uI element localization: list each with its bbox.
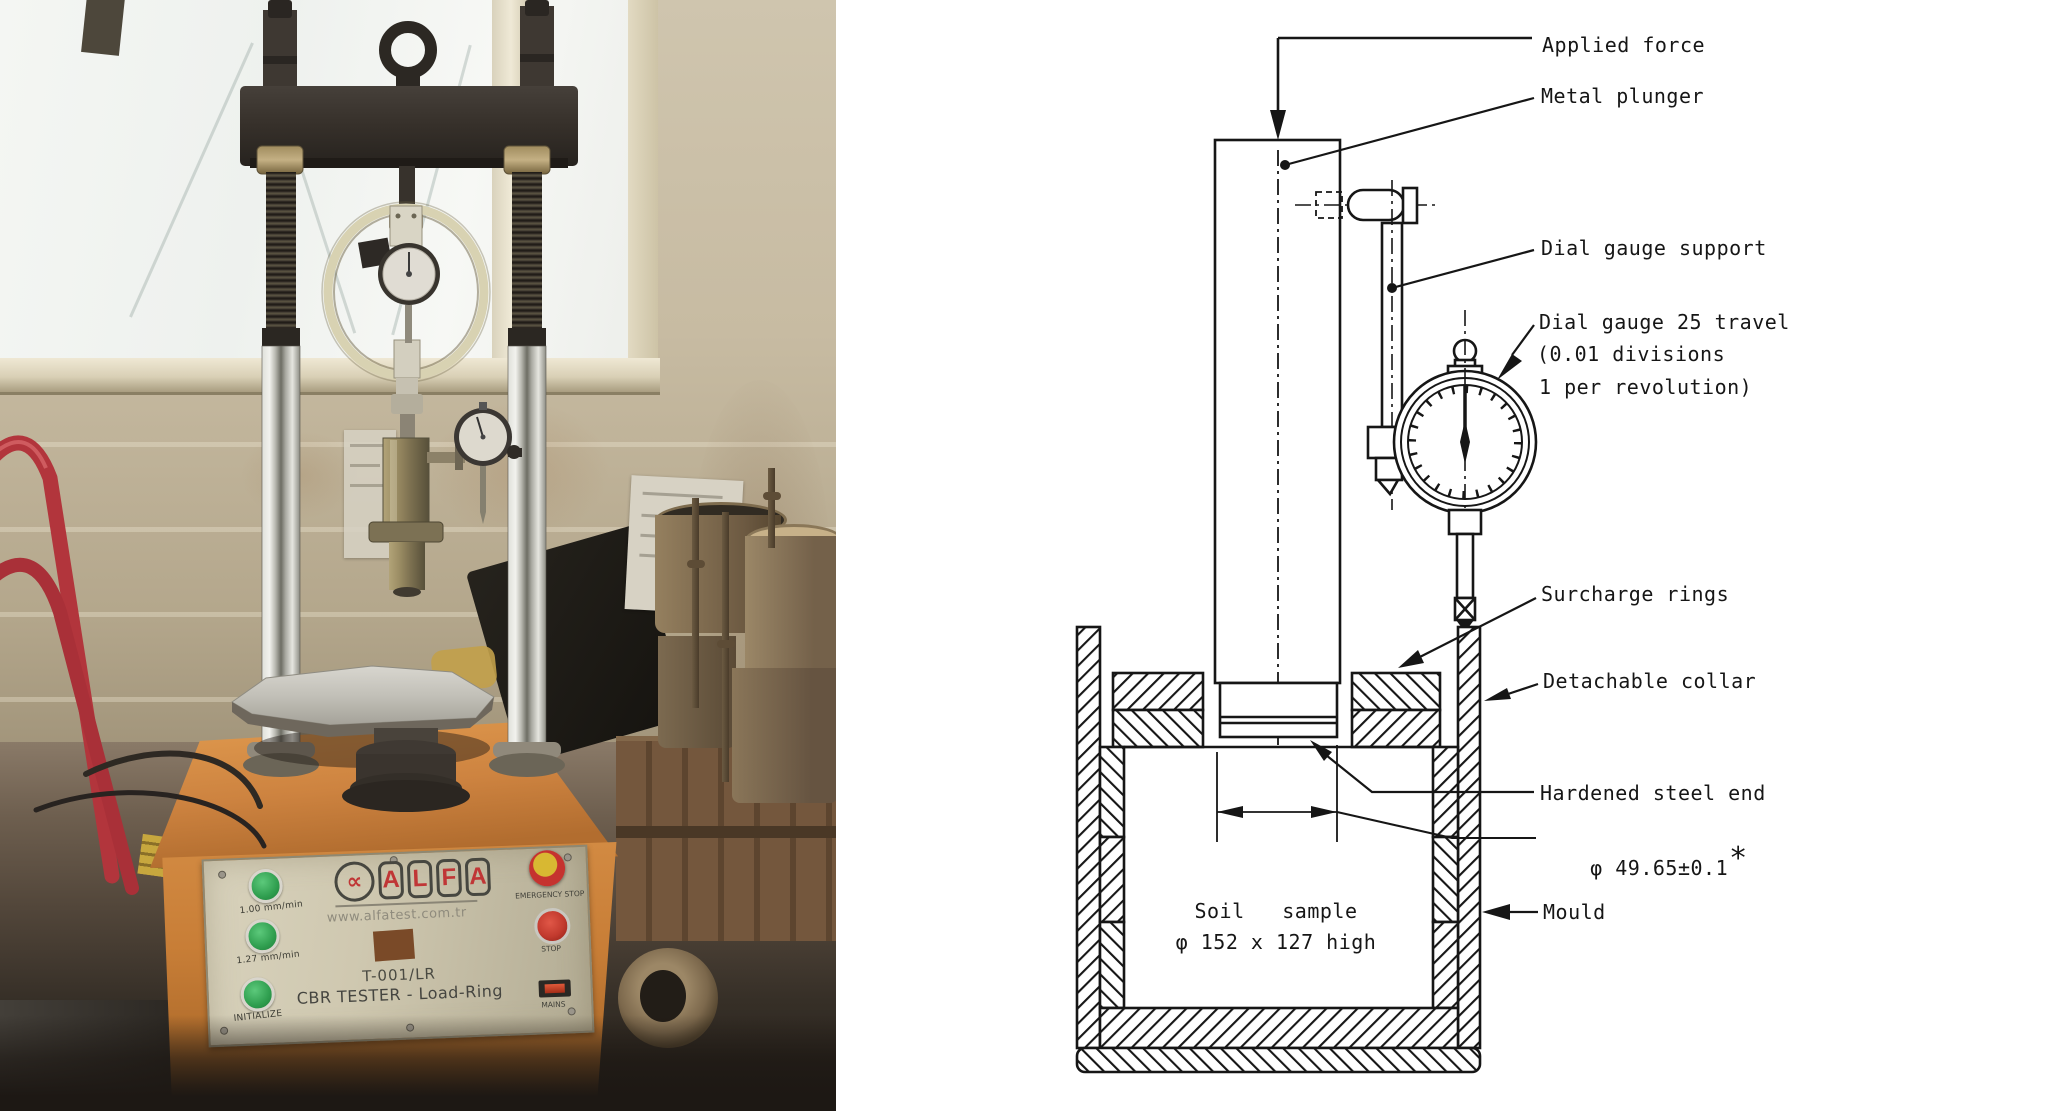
plunger-flange — [368, 521, 444, 543]
applied-force-arrow — [1270, 36, 1532, 140]
threaded-column — [512, 172, 542, 344]
dimension-star: * — [1729, 841, 1748, 876]
cbr-mould — [745, 536, 836, 678]
photo-cbr-machine: 1.00 mm/min 1.27 mm/min INITIALIZE ∝ A L… — [0, 0, 836, 1111]
dial-gauge-outline — [1392, 310, 1538, 668]
top-rod-stub — [263, 10, 297, 88]
label-dial-gauge-2: (0.01 divisions — [1537, 342, 1726, 366]
top-rod-stub — [520, 6, 554, 88]
threaded-column — [266, 172, 296, 344]
diameter-dimension — [1216, 745, 1536, 842]
label-soil-sample-1: Soil sample — [1194, 899, 1358, 923]
mould-clamp-rod — [692, 498, 699, 708]
floor-cable — [83, 750, 263, 809]
mould-section-outline — [1075, 625, 1482, 1074]
crate-rail — [616, 826, 836, 838]
leader-lines — [1280, 96, 1539, 920]
cbr-mould — [732, 668, 836, 803]
column-base-flange — [247, 742, 315, 758]
column-nut — [503, 145, 551, 175]
label-metal-plunger: Metal plunger — [1541, 84, 1705, 108]
window-sill — [0, 358, 660, 395]
label-dial-gauge-support: Dial gauge support — [1541, 236, 1767, 260]
lifting-eye — [379, 21, 437, 79]
label-dial-gauge-1: Dial gauge 25 travel — [1539, 310, 1790, 334]
wing-nut — [717, 640, 735, 648]
ring-top-clamp — [389, 205, 423, 247]
label-surcharge-rings: Surcharge rings — [1541, 582, 1730, 606]
crossbeam — [240, 86, 578, 166]
detachable-collar-outline — [1075, 625, 1102, 1050]
ring-bottom-clamp — [393, 339, 421, 379]
window-frame — [628, 0, 658, 366]
wing-nut — [763, 492, 781, 500]
cbr-diagram — [1075, 36, 1539, 1074]
chrome-column — [507, 345, 547, 755]
label-mould: Mould — [1543, 900, 1606, 924]
surcharge-rings-outline — [1111, 671, 1442, 749]
column-nut — [256, 145, 304, 175]
label-detachable-collar: Detachable collar — [1543, 669, 1757, 693]
label-dial-gauge-3: 1 per revolution) — [1539, 375, 1753, 399]
hardened-steel-end-outline — [1218, 681, 1339, 739]
label-diameter-dimension: φ 49.65±0.1* — [1590, 841, 1748, 881]
plunger-cylinder — [382, 437, 430, 527]
mould-clamp-rod — [768, 468, 775, 548]
label-soil-sample-2: φ 152 x 127 high — [1175, 930, 1377, 954]
red-trolley — [0, 435, 139, 895]
label-applied-force: Applied force — [1542, 33, 1706, 57]
floor-shadow — [0, 1015, 836, 1111]
mould-on-floor-hole — [640, 970, 686, 1022]
wing-nut — [687, 560, 705, 568]
label-hardened-steel-end: Hardened steel end — [1540, 781, 1766, 805]
loading-screw — [399, 166, 415, 212]
load-frame — [33, 0, 578, 849]
column-base-flange — [493, 742, 561, 758]
floor-cable — [33, 790, 267, 849]
metal-plunger-outline — [1213, 138, 1342, 745]
